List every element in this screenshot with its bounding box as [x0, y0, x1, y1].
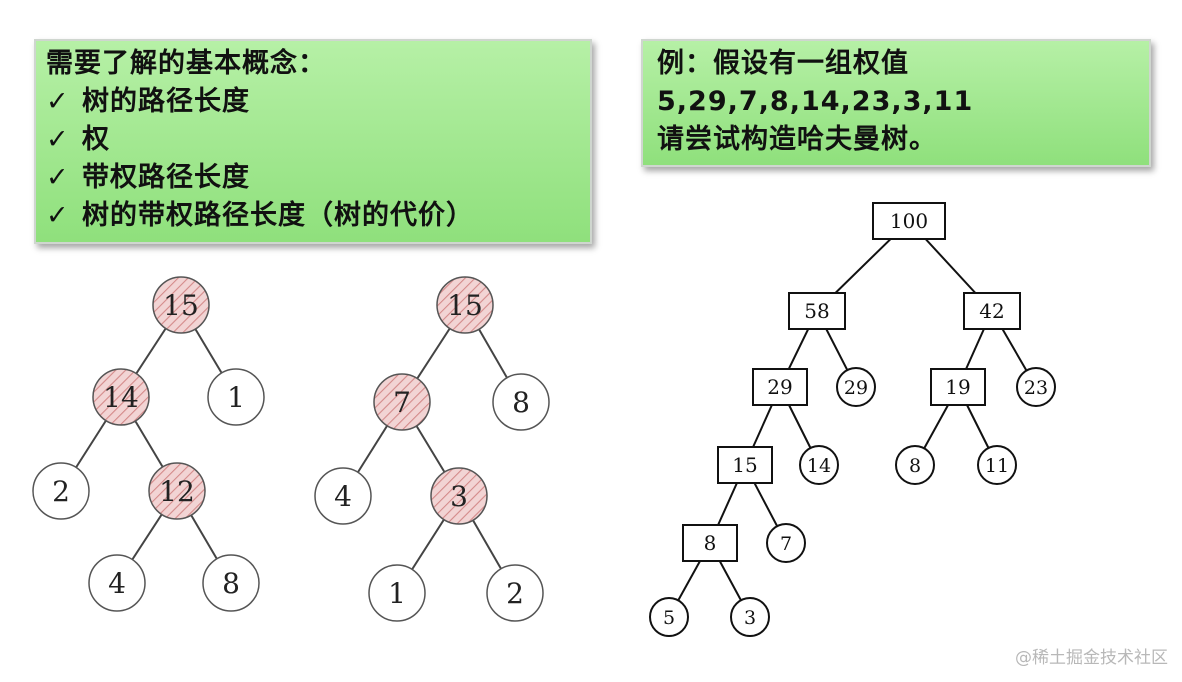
middle-tree-node-highlighted	[373, 373, 431, 431]
huffman-leaf-node	[799, 445, 839, 485]
left-tree	[60, 304, 237, 584]
huffman-leaf-node	[895, 445, 935, 485]
middle-tree-node-highlighted	[436, 276, 494, 334]
left-tree-node	[202, 554, 260, 612]
huffman-internal-node	[872, 202, 946, 240]
huffman-leaf-node	[766, 523, 806, 563]
middle-tree-node-label: 1	[388, 577, 406, 610]
left-tree-node-highlighted	[148, 462, 206, 520]
left-tree-node-highlighted	[152, 276, 210, 334]
huffman-leaf-node	[1016, 367, 1056, 407]
huffman-internal-label: 100	[890, 209, 928, 233]
middle-tree-node-label: 4	[334, 480, 352, 513]
middle-tree-node	[314, 467, 372, 525]
huffman-internal-node	[963, 292, 1021, 330]
left-tree-node-label: 12	[159, 475, 195, 508]
middle-tree-node-label: 8	[512, 386, 530, 419]
huffman-internal-node	[752, 368, 808, 406]
middle-tree-node	[368, 564, 426, 622]
left-tree-node	[32, 462, 90, 520]
concepts-panel: 需要了解的基本概念： ✓树的路径长度 ✓权 ✓带权路径长度 ✓树的带权路径长度（…	[34, 39, 592, 244]
huffman-leaf-label: 3	[744, 607, 756, 629]
middle-tree-node-label: 7	[393, 386, 411, 419]
check-icon: ✓	[46, 162, 70, 193]
huffman-leaf-label: 7	[780, 533, 792, 555]
left-tree-node-label: 8	[222, 567, 240, 600]
concept-item: ✓树的带权路径长度（树的代价）	[46, 197, 590, 235]
check-icon: ✓	[46, 86, 70, 117]
huffman-leaf-label: 29	[844, 377, 868, 399]
huffman-internal-node	[717, 446, 773, 484]
check-icon: ✓	[46, 124, 70, 155]
huffman-internal-node	[682, 524, 738, 562]
concept-item: ✓树的路径长度	[46, 83, 590, 121]
middle-tree	[342, 304, 522, 594]
huffman-internal-label: 8	[704, 531, 717, 555]
left-tree-node-label: 2	[52, 475, 70, 508]
huffman-internal-node	[930, 368, 986, 406]
left-tree-node	[88, 554, 146, 612]
huffman-leaf-label: 23	[1024, 377, 1048, 399]
huffman-leaf-node	[730, 597, 770, 637]
watermark: @稀土掘金技术社区	[1015, 648, 1168, 668]
huffman-internal-label: 29	[767, 375, 792, 399]
example-line: 请尝试构造哈夫曼树。	[657, 124, 937, 155]
middle-tree-node-label: 2	[506, 577, 524, 610]
huffman-leaf-label: 14	[807, 455, 831, 477]
middle-tree-node	[486, 564, 544, 622]
middle-tree-node-label: 15	[447, 289, 483, 322]
concept-item: ✓权	[46, 121, 590, 159]
example-panel: 例：假设有一组权值 5,29,7,8,14,23,3,11 请尝试构造哈夫曼树。	[641, 39, 1151, 167]
concepts-heading: 需要了解的基本概念：	[46, 48, 326, 79]
huffman-leaf-node	[649, 597, 689, 637]
example-weights: 5,29,7,8,14,23,3,11	[657, 86, 974, 117]
huffman-internal-label: 42	[979, 299, 1004, 323]
huffman-internal-label: 19	[945, 375, 970, 399]
left-tree-node-highlighted	[92, 368, 150, 426]
middle-tree-node	[492, 373, 550, 431]
left-tree-node	[207, 368, 265, 426]
huffman-leaf-node	[977, 445, 1017, 485]
huffman-internal-node	[788, 292, 846, 330]
huffman-internal-label: 15	[732, 453, 757, 477]
concept-item: ✓带权路径长度	[46, 159, 590, 197]
example-line: 例：假设有一组权值	[657, 48, 909, 79]
huffman-leaf-label: 8	[909, 455, 921, 477]
huffman-leaf-node	[836, 367, 876, 407]
left-tree-node-label: 4	[108, 567, 126, 600]
middle-tree-node-label: 3	[450, 480, 468, 513]
left-tree-node-label: 1	[227, 381, 245, 414]
huffman-leaf-label: 11	[985, 455, 1009, 477]
left-tree-node-label: 15	[163, 289, 199, 322]
middle-tree-node-highlighted	[430, 467, 488, 525]
check-icon: ✓	[46, 200, 70, 231]
left-tree-node-label: 14	[103, 381, 139, 414]
huffman-internal-label: 58	[804, 299, 829, 323]
huffman-leaf-label: 5	[663, 607, 675, 629]
